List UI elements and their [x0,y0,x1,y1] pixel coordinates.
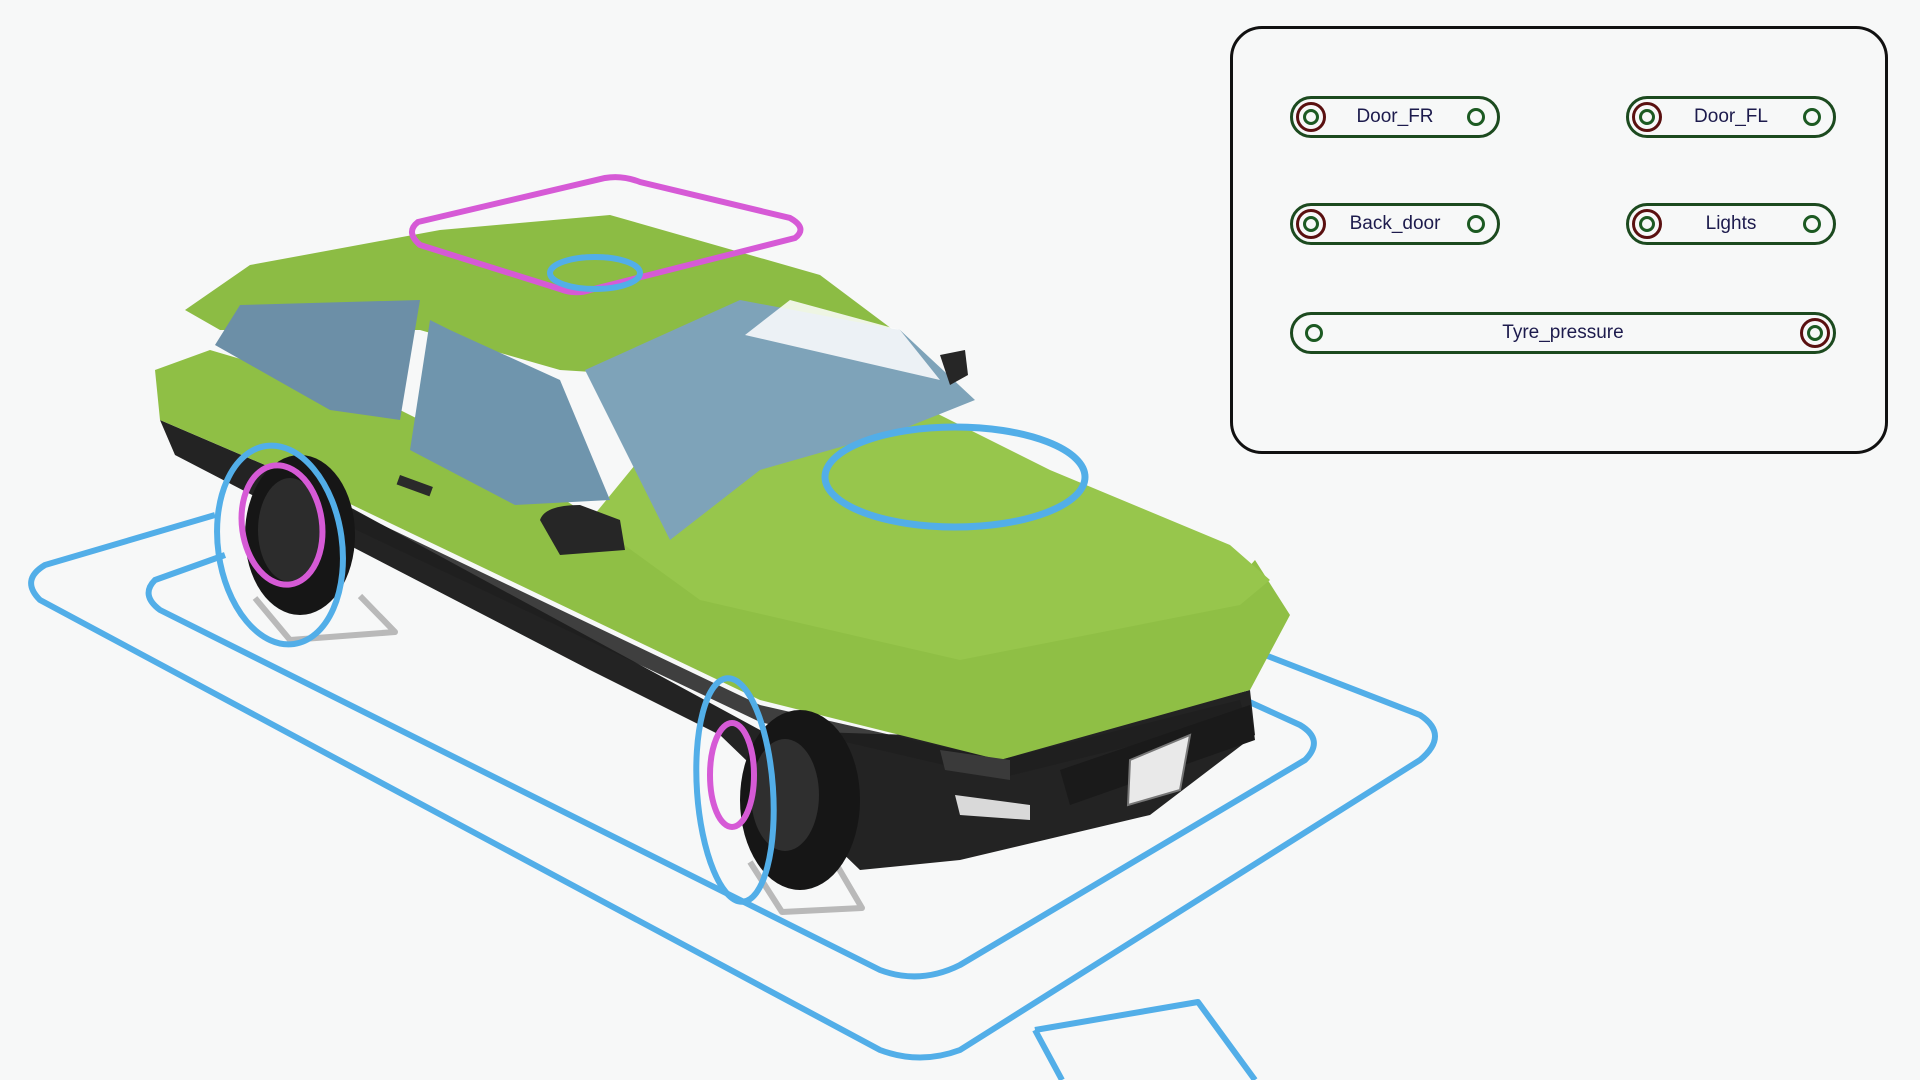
back-door-output-port[interactable] [1467,215,1485,233]
node-back-door[interactable]: Back_door [1290,203,1500,245]
door-fl-output-port[interactable] [1803,108,1821,126]
tyre-pressure-input-port[interactable] [1800,318,1830,348]
bottom-edge-gizmo[interactable] [1032,999,1258,1080]
roof-ring-gizmo[interactable] [547,254,643,292]
rear-wheel-outer-gizmo[interactable] [205,437,356,652]
node-door-fl[interactable]: Door_FL [1626,96,1836,138]
rear-wheel-inner-gizmo[interactable] [234,460,330,590]
tyre-pressure-output-port[interactable] [1305,324,1323,342]
tyre-pressure-label: Tyre_pressure [1502,322,1624,343]
node-control-panel: Door_FR Door_FL Back_door Lights Tyre_pr… [1230,26,1888,454]
node-door-fr[interactable]: Door_FR [1290,96,1500,138]
lights-input-port[interactable] [1632,209,1662,239]
ground-outer-gizmo[interactable] [28,512,1438,1061]
hood-ring-gizmo[interactable] [821,423,1089,531]
ground-inner-gizmo[interactable] [145,552,1317,980]
door-fr-input-port[interactable] [1296,102,1326,132]
wheel-base-gizmo[interactable] [252,593,865,915]
front-wheel-inner-gizmo[interactable] [707,720,757,830]
front-wheel-outer-gizmo[interactable] [689,675,780,905]
back-door-input-port[interactable] [1296,209,1326,239]
lights-output-port[interactable] [1803,215,1821,233]
roof-gizmo[interactable] [409,174,804,296]
car-model[interactable] [155,215,1290,890]
door-fl-input-port[interactable] [1632,102,1662,132]
door-fr-output-port[interactable] [1467,108,1485,126]
node-lights[interactable]: Lights [1626,203,1836,245]
node-tyre-pressure[interactable]: Tyre_pressure [1290,312,1836,354]
